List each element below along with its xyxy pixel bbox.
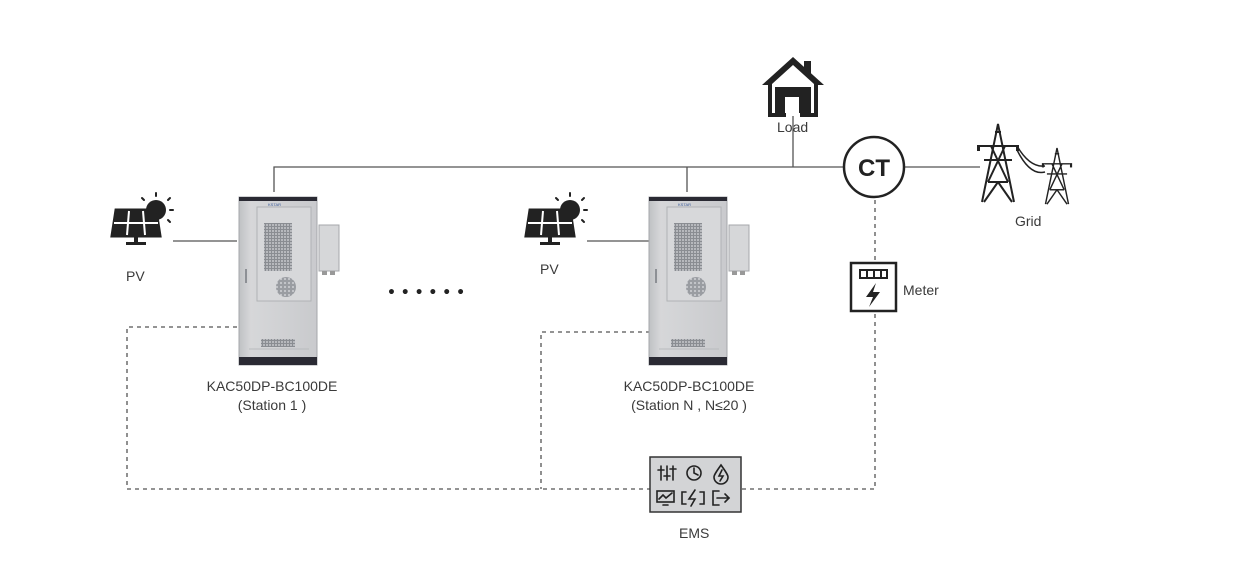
station-n-name: (Station N , N≤20 ) <box>631 397 747 413</box>
pv-label-left: PV <box>126 268 145 284</box>
solar-panel-icon-right <box>524 191 589 247</box>
solar-panel-icon-left <box>110 191 175 247</box>
station-1-model: KAC50DP-BC100DE <box>206 378 338 394</box>
ems-label: EMS <box>679 525 710 541</box>
ellipsis-dots: • • • • • • <box>387 285 465 301</box>
station-cabinet-1: KSTAR <box>238 196 340 366</box>
station-1-name: (Station 1 ) <box>237 397 307 413</box>
station-n-caption: KAC50DP-BC100DE (Station N , N≤20 ) <box>624 377 755 415</box>
load-label: Load <box>777 119 809 135</box>
meter-icon <box>849 261 898 313</box>
grid-tower-icon <box>976 123 1073 205</box>
grid-label: Grid <box>1015 213 1042 229</box>
cabinet-brand: KSTAR <box>678 202 691 207</box>
ct-icon <box>842 135 906 199</box>
cabinet-brand: KSTAR <box>268 202 281 207</box>
ct-label: CT <box>858 155 890 182</box>
meter-label: Meter <box>903 282 939 298</box>
station-n-model: KAC50DP-BC100DE <box>623 378 755 394</box>
station-1-caption: KAC50DP-BC100DE (Station 1 ) <box>207 377 338 415</box>
pv-label-right: PV <box>540 261 559 277</box>
house-icon <box>762 57 824 117</box>
station-cabinet-n: KSTAR <box>648 196 750 366</box>
ems-panel-icon <box>649 456 742 513</box>
